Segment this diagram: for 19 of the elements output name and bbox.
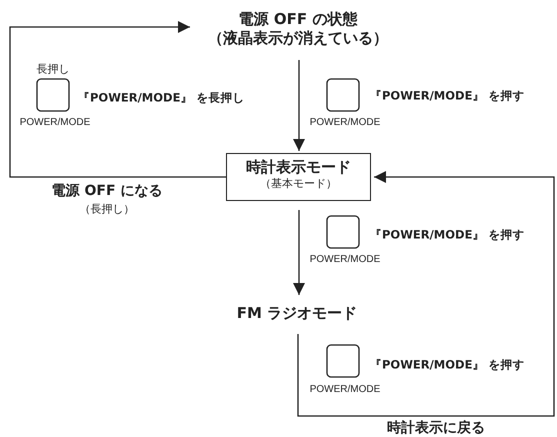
arrow bbox=[297, 171, 555, 417]
button-label: POWER/MODE bbox=[310, 118, 380, 128]
arrow bbox=[9, 21, 226, 178]
button-label: POWER/MODE bbox=[310, 255, 380, 265]
note-text: 時計表示に戻る bbox=[387, 421, 485, 435]
instruction-text: 『POWER/MODE』 を押す bbox=[370, 229, 524, 241]
arrow bbox=[293, 210, 305, 295]
note-text: （長押し） bbox=[80, 204, 134, 214]
instruction-text: 『POWER/MODE』 を長押し bbox=[78, 92, 244, 104]
arrow bbox=[293, 60, 305, 151]
instruction-text: 『POWER/MODE』 を押す bbox=[370, 359, 524, 371]
note-text: 電源 OFF になる bbox=[52, 184, 162, 198]
button-label: POWER/MODE bbox=[20, 118, 90, 128]
mode-box: 時計表示モード （基本モード） bbox=[226, 153, 371, 201]
label: 長押し bbox=[36, 64, 70, 74]
button-label: POWER/MODE bbox=[310, 385, 380, 395]
state-text: FM ラジオモード bbox=[222, 304, 372, 328]
state-text: 電源 OFF の状態 （液晶表示が消えている） bbox=[190, 10, 406, 58]
instruction-text: 『POWER/MODE』 を押す bbox=[370, 90, 524, 102]
